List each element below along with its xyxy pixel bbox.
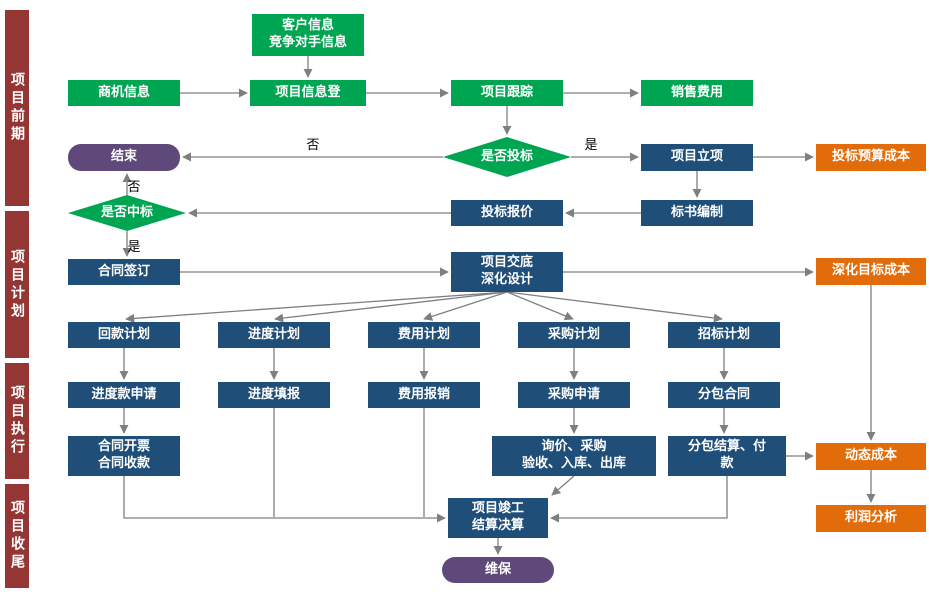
node-subcontract: 分包合同 — [668, 382, 780, 408]
phase-label: 项目执行 — [9, 385, 25, 457]
node-inquiry-procurement-warehouse: 询价、采购 验收、入库、出库 — [492, 436, 656, 476]
node-dynamic-cost: 动态成本 — [816, 443, 926, 470]
node-schedule-plan: 进度计划 — [218, 322, 330, 348]
node-project-info-register: 项目信息登 — [250, 80, 366, 106]
node-bid-doc-preparation: 标书编制 — [641, 200, 753, 226]
node-contract-invoicing-collection: 合同开票 合同收款 — [68, 436, 180, 476]
phase-execution: 项目执行 — [5, 363, 29, 479]
phase-closing: 项目收尾 — [5, 484, 29, 588]
node-end: 结束 — [68, 144, 180, 171]
node-subcontract-settlement-payment: 分包结算、付 款 — [668, 436, 786, 476]
node-progress-payment-request: 进度款申请 — [68, 382, 180, 408]
node-project-completion-settlement: 项目竣工 结算决算 — [448, 498, 548, 538]
phase-label: 项目计划 — [9, 248, 25, 321]
phase-planning: 项目计划 — [5, 211, 29, 358]
node-tendering-plan: 招标计划 — [668, 322, 780, 348]
node-expense-reimbursement: 费用报销 — [368, 382, 480, 408]
node-sales-expense: 销售费用 — [641, 80, 753, 106]
phase-label: 项目收尾 — [9, 500, 25, 572]
node-expense-plan: 费用计划 — [368, 322, 480, 348]
node-bid-quotation: 投标报价 — [451, 200, 563, 226]
node-payment-collection-plan: 回款计划 — [68, 322, 180, 348]
edge-label-win-yes: 是 — [127, 240, 141, 255]
node-refined-target-cost: 深化目标成本 — [816, 258, 926, 285]
phase-early-stage: 项目前期 — [5, 10, 29, 206]
node-customer-competitor-info: 客户信息 竞争对手信息 — [252, 14, 364, 56]
edge-label-win-no: 否 — [127, 180, 141, 195]
node-profit-analysis: 利润分析 — [816, 505, 926, 532]
node-opportunity-info: 商机信息 — [68, 80, 180, 106]
phase-label: 项目前期 — [9, 72, 25, 144]
node-bid-budget-cost: 投标预算成本 — [816, 144, 926, 171]
node-project-tracking: 项目跟踪 — [451, 80, 563, 106]
node-progress-reporting: 进度填报 — [218, 382, 330, 408]
node-project-briefing-design: 项目交底 深化设计 — [451, 252, 563, 292]
edge-label-bid-yes: 是 — [584, 138, 598, 153]
node-project-approval: 项目立项 — [641, 144, 753, 171]
edge-label-bid-no: 否 — [306, 138, 320, 153]
node-maintenance: 维保 — [442, 557, 554, 583]
node-contract-signing: 合同签订 — [68, 259, 180, 285]
node-procurement-request: 采购申请 — [518, 382, 630, 408]
node-procurement-plan: 采购计划 — [518, 322, 630, 348]
